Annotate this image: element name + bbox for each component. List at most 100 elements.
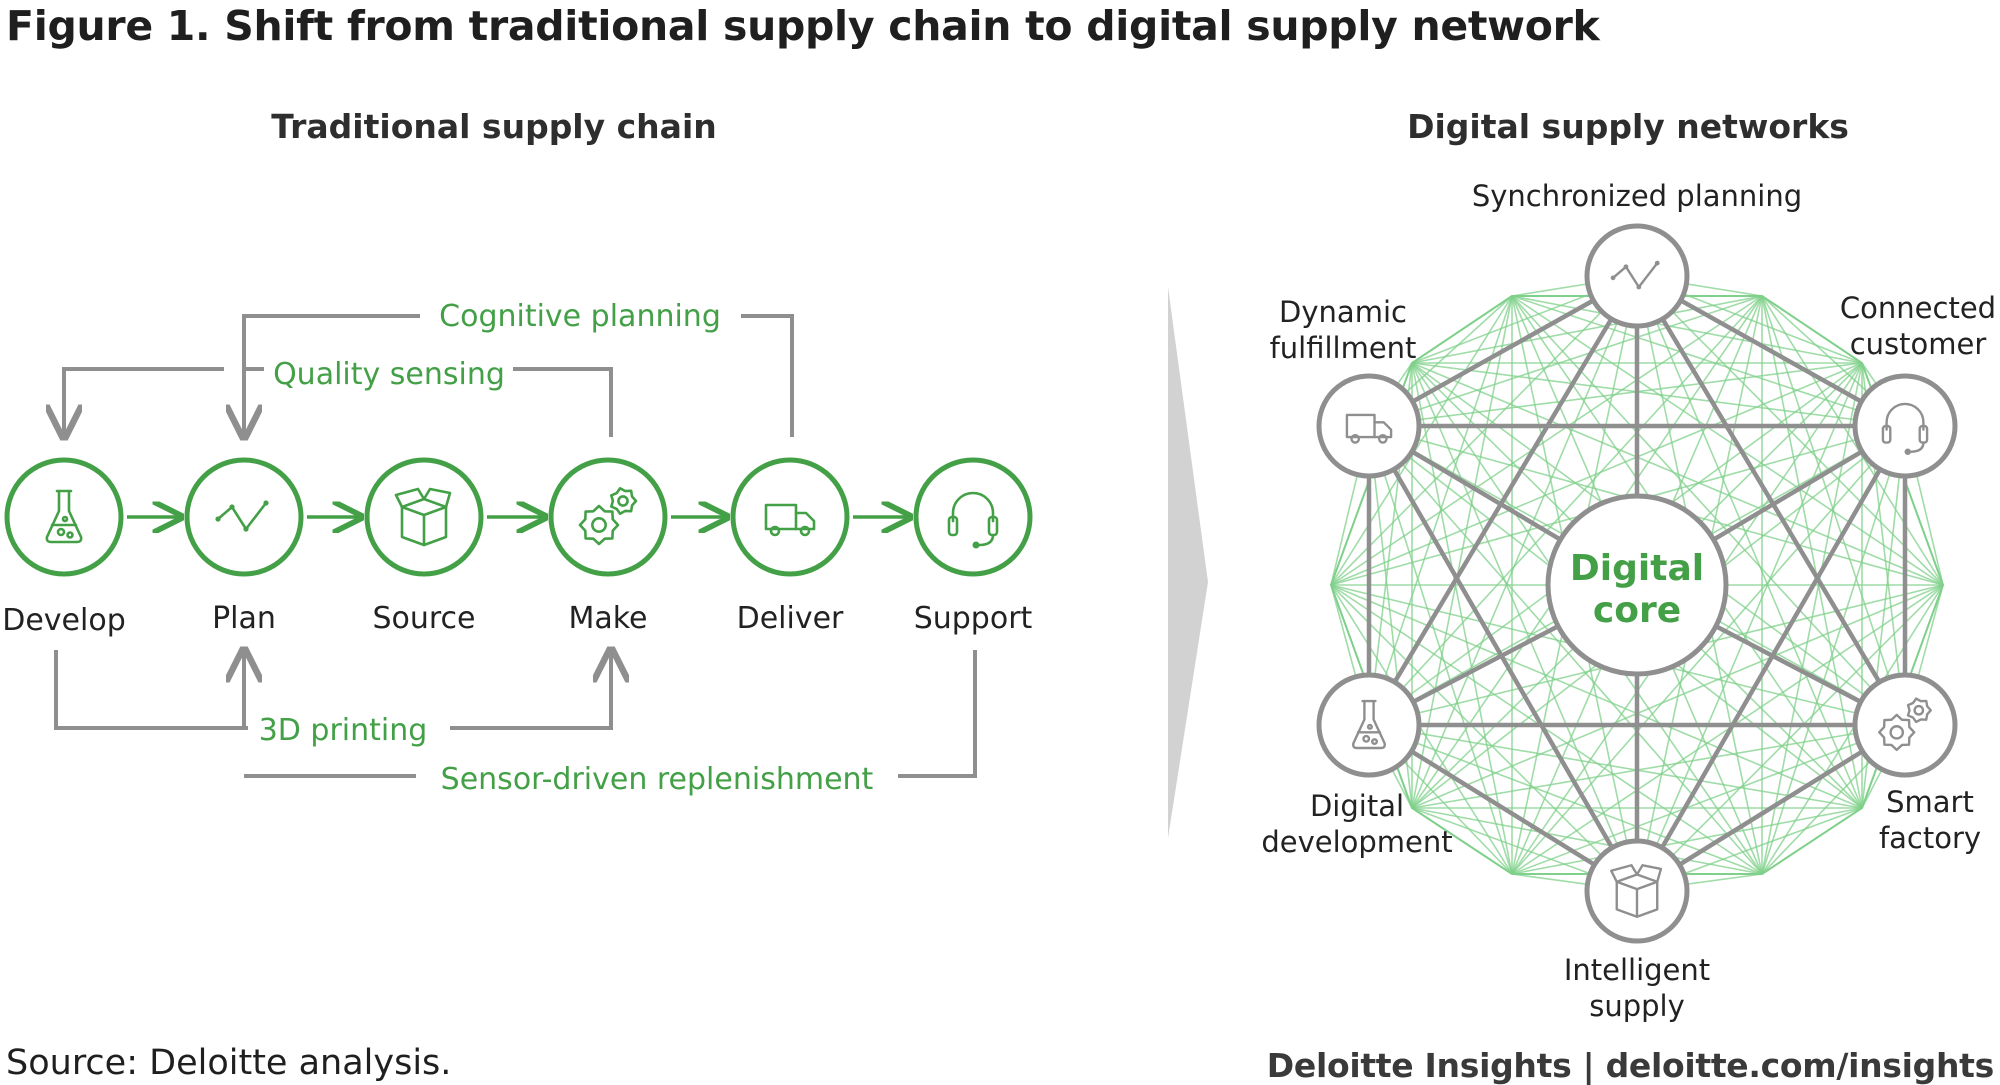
node-label: development: [1261, 825, 1452, 859]
mesh-line: [1411, 362, 1638, 892]
mesh-line: [1368, 724, 1863, 809]
transition-arrow: [1168, 287, 1208, 838]
node-circle: [1316, 373, 1422, 479]
step-circle: [730, 457, 850, 577]
brand-separator: |: [1571, 1046, 1606, 1085]
brand-name: Deloitte Insights: [1266, 1046, 1572, 1085]
node-label: fulfillment: [1270, 331, 1417, 365]
traditional-heading: Traditional supply chain: [271, 107, 717, 146]
hexagon-edge: [1635, 723, 1907, 893]
step-circle: [913, 457, 1033, 577]
mesh-line: [1411, 362, 1906, 427]
mesh-outline: [1329, 295, 1945, 875]
figure-title: Figure 1. Shift from traditional supply …: [6, 2, 1600, 50]
printing-loop: [54, 650, 244, 730]
network-node-0: Synchronized planning: [1472, 179, 1802, 329]
brand-url[interactable]: deloitte.com/insights: [1605, 1046, 1995, 1085]
node-circle: [1852, 373, 1958, 479]
truck-icon: [764, 503, 816, 537]
hexagram-line: [1367, 424, 1639, 893]
step-label: Deliver: [737, 601, 844, 636]
box-icon: [394, 487, 452, 547]
mesh-line: [1761, 362, 1863, 875]
mesh-line: [1511, 807, 1863, 875]
network-nodes: Synchronized planningConnectedcustomerSm…: [1261, 179, 1996, 1023]
mesh-line: [1411, 362, 1513, 875]
mesh-line: [1636, 275, 1863, 809]
node-label: factory: [1879, 821, 1981, 855]
trend-line-icon: [215, 500, 269, 532]
mesh-line: [1411, 275, 1638, 809]
mesh-line: [1411, 724, 1906, 809]
node-label: Digital: [1310, 789, 1404, 823]
node-label: Synchronized planning: [1472, 179, 1802, 213]
mesh-line: [1330, 584, 1513, 875]
cognitive-loop: [244, 314, 794, 437]
step-label: Develop: [2, 603, 126, 638]
mesh-line: [1368, 362, 1863, 427]
source-note: Source: Deloitte analysis.: [6, 1043, 452, 1083]
step-label: Make: [568, 601, 647, 636]
step-deliver: Deliver: [730, 457, 850, 636]
brand-footer: Deloitte Insights | deloitte.com/insight…: [1266, 1046, 1995, 1085]
replenishment-loop: [244, 650, 977, 778]
digital-core-line1: Digital: [1570, 548, 1704, 589]
cognitive-planning-label: Cognitive planning: [439, 299, 721, 334]
step-label: Plan: [212, 601, 276, 636]
node-label: supply: [1589, 989, 1685, 1023]
mesh-line: [1330, 295, 1763, 586]
node-label: customer: [1850, 327, 1987, 361]
step-make: Make: [548, 457, 668, 636]
digital-core: Digital core: [1545, 493, 1729, 677]
flask-icon: [45, 489, 83, 544]
trend-line-icon: [1610, 260, 1660, 290]
digital-core-line2: core: [1593, 590, 1681, 631]
step-label: Source: [372, 601, 475, 636]
cognitive-branch-develop: [64, 367, 224, 437]
hexagram-line: [1367, 274, 1639, 727]
mesh-line: [1511, 724, 1906, 875]
mesh-line: [1511, 425, 1906, 875]
step-support: Support: [913, 457, 1033, 636]
digital-heading: Digital supply networks: [1407, 107, 1849, 146]
quality-loop: [244, 367, 613, 437]
mesh-line: [1636, 362, 1863, 892]
hexagon-edge: [1367, 723, 1639, 893]
mesh-line: [1511, 295, 1906, 427]
headset-icon: [947, 491, 999, 549]
digital-core-circle: [1545, 493, 1729, 677]
printing-make: [244, 650, 611, 730]
mesh-line: [1411, 584, 1944, 809]
node-circle: [1584, 223, 1690, 329]
step-circle: [184, 457, 304, 577]
traditional-steps: Develop Plan Source Make Deliver Support: [2, 457, 1033, 638]
mesh-line: [1411, 362, 1944, 586]
quality-sensing-label: Quality sensing: [273, 357, 505, 392]
node-circle: [1852, 672, 1958, 778]
node-label: Intelligent: [1564, 953, 1710, 987]
mesh-line: [1368, 295, 1763, 427]
step-develop: Develop: [2, 457, 126, 638]
step-plan: Plan: [184, 457, 304, 636]
mesh-line: [1511, 295, 1863, 364]
mesh-line: [1761, 295, 1863, 809]
truck-icon: [1345, 413, 1393, 444]
mesh-line: [1411, 295, 1763, 364]
mesh-line: [1330, 584, 1863, 809]
mesh-line: [1411, 295, 1513, 809]
printing-label: 3D printing: [259, 713, 428, 748]
step-source: Source: [364, 457, 484, 636]
step-label: Support: [914, 601, 1033, 636]
mesh-line: [1368, 425, 1763, 875]
feedback-loops: [54, 314, 977, 778]
mesh-line: [1636, 275, 1944, 586]
mesh-line: [1761, 584, 1944, 875]
replenishment-label: Sensor-driven replenishment: [441, 762, 874, 797]
gears-icon: [578, 487, 638, 546]
mesh-line: [1330, 362, 1863, 586]
headset-icon: [1881, 402, 1929, 455]
